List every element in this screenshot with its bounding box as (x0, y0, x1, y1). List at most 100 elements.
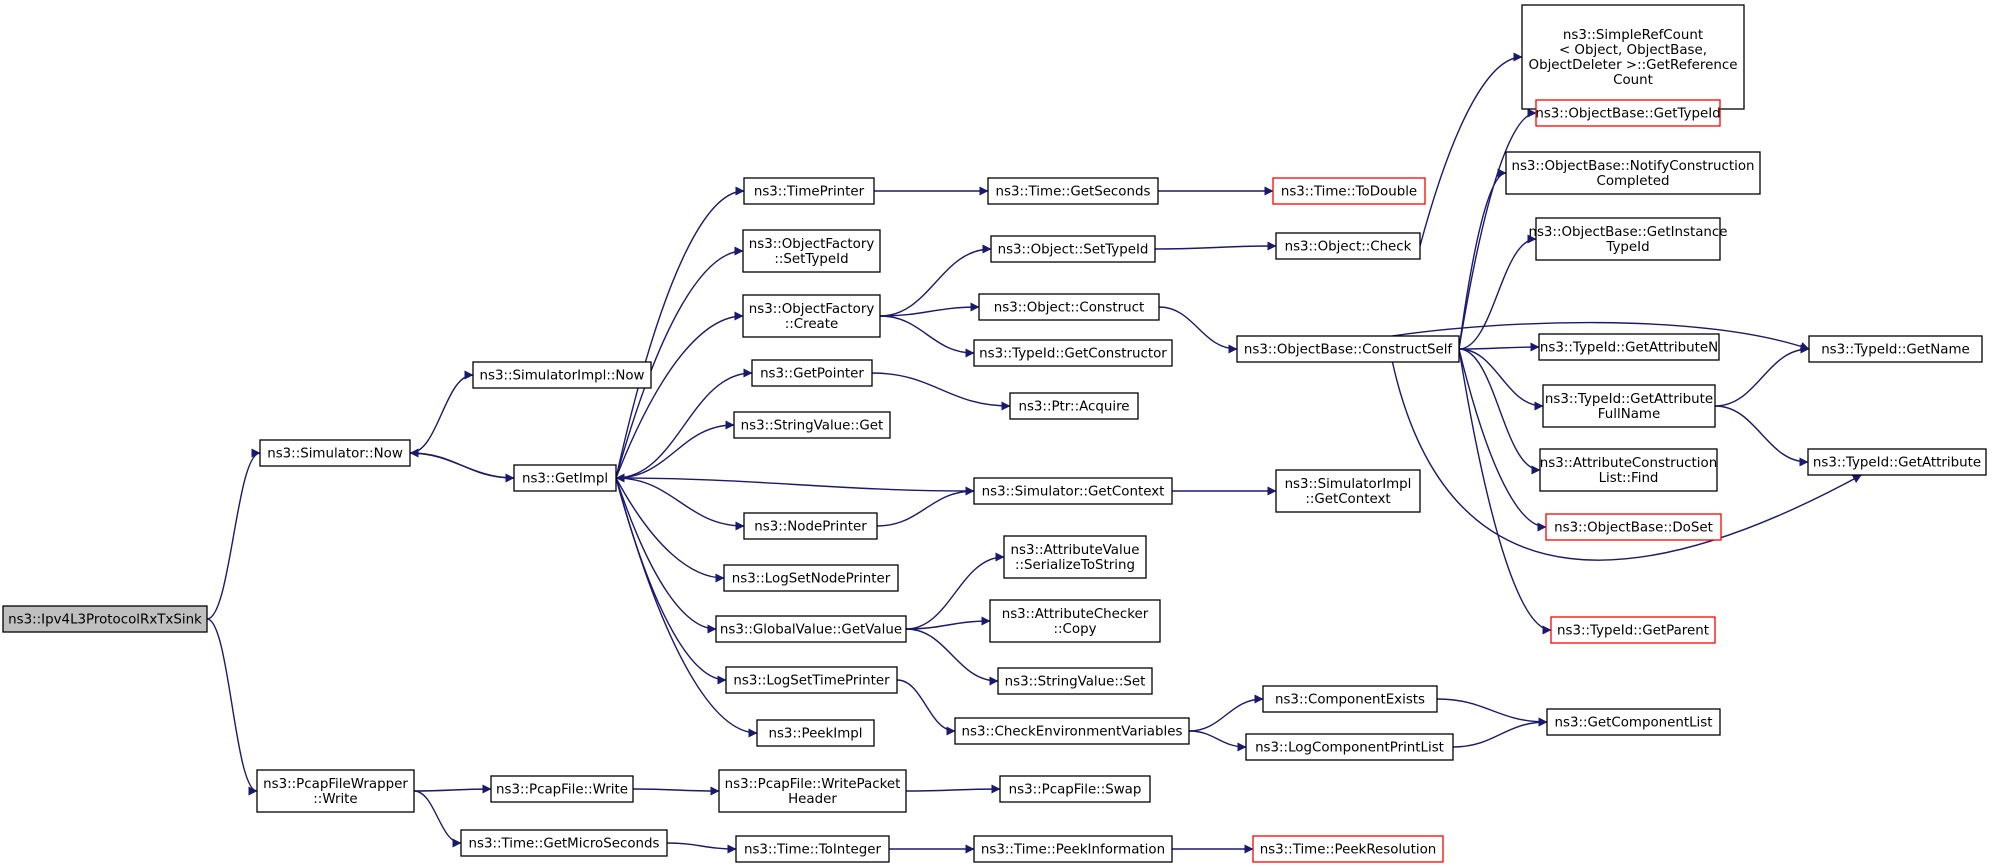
node-label: ns3::Object::SetTypeId (998, 243, 1149, 258)
node-toDouble[interactable]: ns3::Time::ToDouble (1272, 177, 1426, 205)
node-microSec[interactable]: ns3::Time::GetMicroSeconds (460, 829, 668, 857)
node-logCompPrint[interactable]: ns3::LogComponentPrintList (1245, 733, 1454, 761)
node-ofCreate[interactable]: ns3::ObjectFactory::Create (742, 294, 881, 338)
node-compExists[interactable]: ns3::ComponentExists (1262, 685, 1438, 713)
edge-checkEnv-to-logCompPrint (1188, 730, 1247, 752)
node-box (990, 235, 1156, 263)
edge-logSetTime-to-checkEnv (896, 679, 956, 736)
edge-getImpl-to-peekImpl (615, 477, 758, 738)
node-label: ns3::TypeId::GetAttributeN (1540, 341, 1718, 356)
node-strSet[interactable]: ns3::StringValue::Set (997, 667, 1153, 695)
edge-getImpl-to-strGet (615, 420, 735, 479)
node-pcapWrap[interactable]: ns3::PcapFileWrapper::Write (256, 769, 415, 813)
node-getSeconds[interactable]: ns3::Time::GetSeconds (987, 177, 1159, 205)
node-box (756, 719, 875, 747)
node-label: ns3::StringValue::Get (741, 419, 884, 434)
node-label: ns3::TypeId::GetParent (1557, 624, 1709, 639)
node-refCount[interactable]: ns3::SimpleRefCount< Object, ObjectBase,… (1521, 4, 1745, 110)
node-box (1262, 685, 1438, 713)
node-label: ns3::TimePrinter (754, 185, 865, 200)
node-peekInfo[interactable]: ns3::Time::PeekInformation (973, 835, 1173, 863)
edge-pcapWrite-to-writePktHdr (632, 786, 720, 796)
node-logSetNode[interactable]: ns3::LogSetNodePrinter (723, 564, 899, 592)
edge-getImpl-to-getPointer (615, 368, 753, 479)
node-box (1550, 616, 1716, 644)
node-gvGetValue[interactable]: ns3::GlobalValue::GetValue (715, 615, 907, 643)
node-getParent[interactable]: ns3::TypeId::GetParent (1550, 616, 1716, 644)
node-constructSelf[interactable]: ns3::ObjectBase::ConstructSelf (1236, 335, 1460, 363)
node-getAttribute[interactable]: ns3::TypeId::GetAttribute (1807, 448, 1987, 476)
node-box (1535, 99, 1721, 127)
node-box (973, 835, 1173, 863)
node-label: FullName (1598, 407, 1660, 422)
node-objSetTypeId[interactable]: ns3::Object::SetTypeId (990, 235, 1156, 263)
node-getAttrN[interactable]: ns3::TypeId::GetAttributeN (1538, 333, 1720, 361)
node-box (1808, 335, 1983, 363)
node-label: ns3::PcapFile::Swap (1009, 783, 1142, 798)
node-serializeToString[interactable]: ns3::AttributeValue::SerializeToString (1003, 535, 1147, 579)
node-peekResolution[interactable]: ns3::Time::PeekResolution (1252, 835, 1444, 863)
node-doSet[interactable]: ns3::ObjectBase::DoSet (1545, 513, 1722, 541)
node-pcapWrite[interactable]: ns3::PcapFile::Write (490, 775, 634, 803)
node-label: ns3::ObjectBase::GetTypeId (1535, 107, 1720, 122)
node-box (1545, 513, 1722, 541)
node-label: ns3::NodePrinter (754, 520, 867, 535)
node-notifyCC[interactable]: ns3::ObjectBase::NotifyConstructionCompl… (1505, 151, 1761, 195)
node-label: ns3::TypeId::GetConstructor (979, 347, 1167, 362)
node-strGet[interactable]: ns3::StringValue::Get (733, 411, 891, 439)
edge-constructSelf-to-doSet (1458, 348, 1547, 532)
node-label: ns3::Simulator::GetContext (982, 485, 1165, 500)
node-box (1236, 335, 1460, 363)
node-getPointer[interactable]: ns3::GetPointer (751, 359, 873, 387)
node-label: ns3::TypeId::GetAttribute (1813, 456, 1981, 471)
node-label: TypeId (1605, 240, 1649, 255)
node-box (978, 293, 1160, 321)
node-simGetContext[interactable]: ns3::Simulator::GetContext (973, 477, 1173, 505)
node-toInteger[interactable]: ns3::Time::ToInteger (735, 835, 890, 863)
edge-getImpl-to-ofSetTypeId (615, 246, 744, 479)
node-getName[interactable]: ns3::TypeId::GetName (1808, 335, 1983, 363)
edge-gvGetValue-to-serializeToString (905, 552, 1005, 630)
node-label: ns3::GetImpl (522, 472, 608, 487)
node-label: ::Create (785, 317, 839, 332)
nodes-layer: ns3::Ipv4L3ProtocolRxTxSink ns3::Simulato… (2, 4, 1987, 863)
node-checkEnv[interactable]: ns3::CheckEnvironmentVariables (954, 717, 1190, 745)
edges-layer (206, 52, 1862, 854)
node-ptrAcquire[interactable]: ns3::Ptr::Acquire (1009, 392, 1139, 420)
node-label: ns3::StringValue::Set (1005, 675, 1146, 690)
node-box (954, 717, 1190, 745)
node-obGetTypeId[interactable]: ns3::ObjectBase::GetTypeId (1535, 99, 1721, 127)
node-box (999, 775, 1151, 803)
node-ofSetTypeId[interactable]: ns3::ObjectFactory::SetTypeId (742, 229, 881, 273)
edge-constructSelf-to-getName (1392, 321, 1810, 351)
node-simNow[interactable]: ns3::Simulator::Now (259, 439, 411, 467)
node-getComponentList[interactable]: ns3::GetComponentList (1546, 708, 1721, 736)
node-checkerCopy[interactable]: ns3::AttributeChecker::Copy (989, 599, 1161, 643)
node-box (718, 769, 907, 813)
edge-constructSelf-to-acListFind (1458, 348, 1541, 475)
node-label: ns3::CheckEnvironmentVariables (962, 725, 1183, 740)
node-simImplGetContext[interactable]: ns3::SimulatorImpl::GetContext (1275, 469, 1421, 513)
node-nodePrinter[interactable]: ns3::NodePrinter (743, 512, 878, 540)
node-label: List::Find (1599, 471, 1659, 486)
edge-constructSelf-to-getParent (1458, 348, 1552, 635)
node-label: ns3::Time::GetSeconds (996, 185, 1151, 200)
node-timePrinter[interactable]: ns3::TimePrinter (743, 177, 875, 205)
node-objCheck[interactable]: ns3::Object::Check (1275, 232, 1421, 260)
node-pcapSwap[interactable]: ns3::PcapFile::Swap (999, 775, 1151, 803)
edge-logCompPrint-to-getComponentList (1452, 717, 1548, 748)
node-box (715, 615, 907, 643)
node-getConstructor[interactable]: ns3::TypeId::GetConstructor (973, 339, 1173, 367)
node-logSetTime[interactable]: ns3::LogSetTimePrinter (725, 666, 898, 694)
node-peekImpl[interactable]: ns3::PeekImpl (756, 719, 875, 747)
node-label: ns3::ObjectBase::GetInstance (1528, 225, 1727, 240)
node-simImplNow[interactable]: ns3::SimulatorImpl::Now (472, 361, 652, 389)
edge-getImpl-to-ofCreate (615, 311, 744, 479)
node-objConstruct[interactable]: ns3::Object::Construct (978, 293, 1160, 321)
node-getImpl[interactable]: ns3::GetImpl (513, 464, 617, 492)
node-root[interactable]: ns3::Ipv4L3ProtocolRxTxSink (2, 605, 208, 633)
